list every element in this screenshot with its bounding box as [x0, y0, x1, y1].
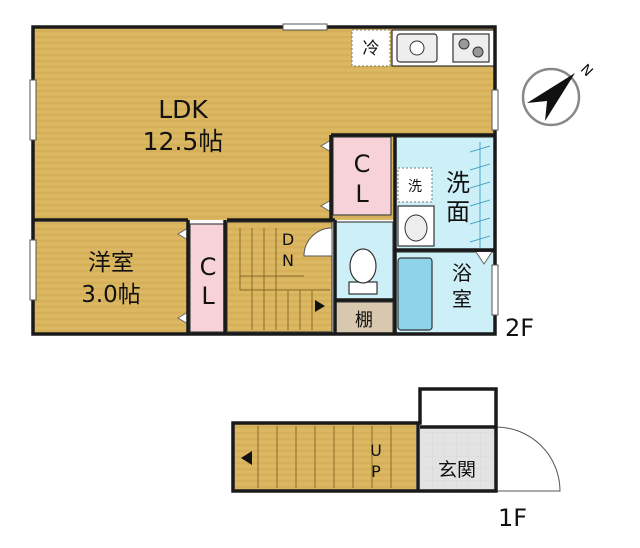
washroom-shelves	[469, 142, 491, 248]
shelf-label: 棚	[355, 310, 373, 331]
western-room-size: 3.0帖	[81, 282, 141, 308]
stairs-up-steps	[257, 426, 392, 488]
entrance-floor	[420, 429, 496, 491]
washroom-label-bottom: 面	[446, 198, 470, 226]
compass-arrow-icon	[527, 73, 575, 121]
stove-icon	[452, 33, 490, 63]
washroom-label-top: 洗	[446, 169, 470, 197]
toilet-icon	[349, 248, 377, 284]
stairs-up-arrow	[241, 451, 252, 465]
bath-door-mark	[475, 251, 493, 265]
stairs-up	[233, 423, 416, 491]
window-ldk-right	[491, 89, 499, 131]
stairs-up-p: P	[371, 462, 381, 481]
ldk-name: LDK	[158, 95, 208, 124]
window-western	[29, 239, 37, 301]
floor-label-2f: 2F	[505, 314, 534, 342]
closet-western-c: C	[200, 253, 217, 281]
bathtub-icon	[397, 257, 433, 331]
closet-western	[189, 223, 226, 333]
washer-label: 洗	[408, 179, 422, 195]
window-ldk-top	[282, 23, 328, 31]
stairs-up-u: U	[370, 441, 382, 460]
entrance-label: 玄関	[438, 459, 476, 481]
closet-ldk-c: C	[354, 150, 371, 178]
stairs-door-swing	[303, 227, 333, 257]
stairs-down-steps	[239, 228, 330, 330]
compass: N	[521, 61, 596, 127]
stairs-down-d: D	[282, 230, 294, 249]
compass-label: N	[577, 61, 596, 80]
shoe-cabinet	[420, 389, 496, 427]
window-bath	[491, 264, 499, 316]
bath-label-top: 浴	[452, 261, 472, 285]
ldk-lower-floor	[33, 135, 331, 220]
ldk-size: 12.5帖	[143, 127, 224, 156]
fridge-space	[351, 29, 391, 67]
western-room-name: 洋室	[88, 250, 134, 276]
second-floor: 冷 C L 洋室 3.0帖 C L D N 棚 洗 洗	[29, 23, 534, 342]
washer-space	[397, 167, 433, 203]
fridge-label: 冷	[363, 39, 380, 59]
second-floor-walls	[31, 25, 497, 336]
first-floor-walls	[231, 387, 498, 493]
entrance-door-swing	[495, 426, 561, 492]
closet-ldk	[332, 136, 392, 216]
floor-label-1f: 1F	[498, 504, 527, 532]
closet-western-l: L	[201, 282, 215, 310]
stairs-down-arrow	[315, 300, 325, 312]
western-room-floor	[33, 222, 188, 334]
stairs-down-n: N	[282, 251, 294, 270]
bath-label-bottom: 室	[452, 287, 472, 311]
closet-ldk-l: L	[355, 180, 369, 208]
first-floor: U P 玄関 1F	[231, 387, 561, 532]
window-ldk-left	[29, 79, 37, 141]
toilet-tank	[348, 281, 378, 295]
